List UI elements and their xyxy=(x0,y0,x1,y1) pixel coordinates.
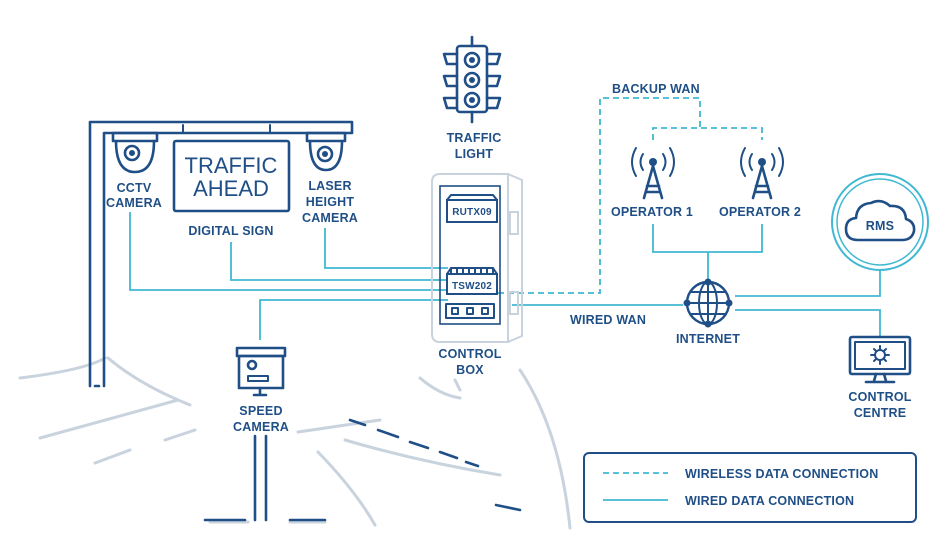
wired-connection xyxy=(324,228,448,269)
legend-wireless-label: WIRELESS DATA CONNECTION xyxy=(685,467,878,481)
sign-text-line2: AHEAD xyxy=(193,176,269,201)
internet: INTERNET xyxy=(676,278,740,346)
connections xyxy=(129,97,881,340)
speed-camera-label-line1: SPEED xyxy=(239,404,282,418)
operator-1: OPERATOR 1 xyxy=(611,147,693,219)
wired-connection xyxy=(735,270,881,297)
cell-tower-icon xyxy=(631,147,675,200)
road-lane xyxy=(93,448,132,465)
speed-camera-icon xyxy=(235,346,287,397)
globe-network-icon xyxy=(683,278,733,328)
gantry xyxy=(88,120,354,388)
digital-sign: TRAFFIC AHEAD DIGITAL SIGN xyxy=(172,139,291,238)
rms-label: RMS xyxy=(866,219,894,233)
wired-connection xyxy=(230,242,448,281)
road-edge xyxy=(518,368,572,530)
speed-camera-label-line2: CAMERA xyxy=(233,420,289,434)
speed-camera-pole xyxy=(253,434,268,522)
road-edge xyxy=(38,398,180,440)
sign-text-line1: TRAFFIC xyxy=(185,153,278,178)
traffic-light-label-line2: LIGHT xyxy=(455,147,494,161)
control-box-label-line1: CONTROL xyxy=(438,347,501,361)
road-lane xyxy=(163,428,197,442)
tsw202-label: TSW202 xyxy=(452,281,492,292)
road-edge xyxy=(343,438,502,477)
monitor-gear-icon xyxy=(848,335,912,384)
roads xyxy=(18,356,572,530)
control-centre-label-line1: CONTROL xyxy=(848,390,911,404)
speed-camera: SPEED CAMERA xyxy=(233,346,289,522)
laser-label-line3: CAMERA xyxy=(302,211,358,225)
traffic-light-label-line1: TRAFFIC xyxy=(447,131,502,145)
wireless-connection xyxy=(498,97,701,294)
operator-2: OPERATOR 2 xyxy=(719,147,801,219)
wired-connection xyxy=(652,224,763,253)
wired-wan-label: WIRED WAN xyxy=(570,313,646,327)
digital-sign-label: DIGITAL SIGN xyxy=(188,224,273,238)
cloud-icon xyxy=(844,199,916,242)
wireless-connection xyxy=(652,127,763,140)
control-centre-label-line2: CENTRE xyxy=(854,406,907,420)
cell-tower-icon xyxy=(740,147,784,200)
road-edge xyxy=(316,450,377,527)
control-box-label-line2: BOX xyxy=(456,363,484,377)
road-edge xyxy=(106,356,192,407)
backup-wan-label: BACKUP WAN xyxy=(612,82,700,96)
road-edge xyxy=(453,378,462,392)
operator2-label: OPERATOR 2 xyxy=(719,205,801,219)
internet-label: INTERNET xyxy=(676,332,740,346)
rms: RMS xyxy=(831,173,929,271)
control-centre: CONTROL CENTRE xyxy=(848,335,912,420)
road-edge xyxy=(296,418,382,434)
dome-camera-icon xyxy=(111,131,159,174)
rutx09-label: RUTX09 xyxy=(452,207,492,218)
traffic-light: TRAFFIC LIGHT xyxy=(442,35,502,161)
road-edge xyxy=(418,376,462,400)
cctv-camera: CCTV CAMERA xyxy=(106,131,162,210)
control-box: RUTX09 TSW202 CONTROL BOX xyxy=(431,173,523,377)
laser-height-camera: LASER HEIGHT CAMERA xyxy=(302,131,358,225)
wired-connection xyxy=(259,299,448,340)
dome-camera-icon xyxy=(305,131,347,172)
laser-label-line1: LASER xyxy=(308,179,351,193)
tsw202-switch: TSW202 xyxy=(446,267,498,295)
cctv-label-line2: CAMERA xyxy=(106,196,162,210)
wired-connection xyxy=(129,212,448,291)
laser-label-line2: HEIGHT xyxy=(306,195,355,209)
wired-connection xyxy=(735,309,881,336)
road-edge xyxy=(18,356,107,380)
traffic-light-icon xyxy=(442,35,502,124)
rutx09-router: RUTX09 xyxy=(446,194,498,223)
lane-markings xyxy=(203,418,522,522)
operator1-label: OPERATOR 1 xyxy=(611,205,693,219)
legend: WIRELESS DATA CONNECTION WIRED DATA CONN… xyxy=(583,452,917,523)
legend-wired-label: WIRED DATA CONNECTION xyxy=(685,494,854,508)
cctv-label-line1: CCTV xyxy=(117,181,152,195)
